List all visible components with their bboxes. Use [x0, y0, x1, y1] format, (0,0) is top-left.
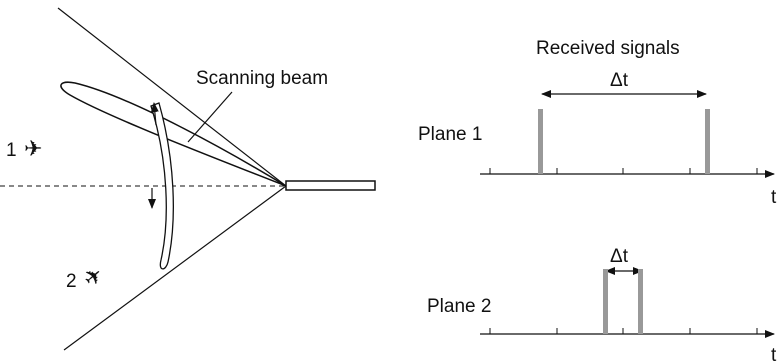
- plane-1-axis-t-label: t: [771, 187, 777, 208]
- plane-1-signal-row: Plane 1 Δt t: [418, 70, 777, 208]
- radar-antenna: [285, 180, 376, 191]
- scan-sweep-arc: [150, 102, 174, 270]
- received-signals-title: Received signals: [536, 38, 680, 59]
- scan-sector-upper-edge: [57, 7, 287, 187]
- beam-label-leader: [187, 91, 233, 143]
- plane-2-signal-row: Plane 2 Δt t: [427, 246, 777, 364]
- scanning-beam-lobe: [60, 81, 287, 187]
- plane-1-delta-t-label: Δt: [610, 70, 629, 91]
- plane-2-pulse-1: [603, 269, 608, 334]
- plane-2-axis-t-label: t: [771, 345, 777, 364]
- plane-1-row-label: Plane 1: [418, 124, 482, 145]
- plane-2-row-label: Plane 2: [427, 296, 491, 317]
- scan-geometry: [0, 7, 376, 351]
- plane-2-delta-t-label: Δt: [610, 246, 629, 267]
- scan-sector-lower-edge: [63, 185, 287, 351]
- plane-1-pulse-2: [705, 109, 710, 174]
- scanning-beam-label: Scanning beam: [196, 68, 328, 89]
- plane-2-pulse-2: [638, 269, 643, 334]
- plane-2-label: 2: [66, 271, 77, 292]
- sweep-arrow-up: [150, 102, 159, 126]
- plane-1-label: 1: [6, 140, 17, 161]
- plane-1-icon: ✈: [24, 136, 42, 161]
- plane-2-icon: ✈: [78, 261, 108, 292]
- plane-1-pulse-1: [538, 109, 543, 174]
